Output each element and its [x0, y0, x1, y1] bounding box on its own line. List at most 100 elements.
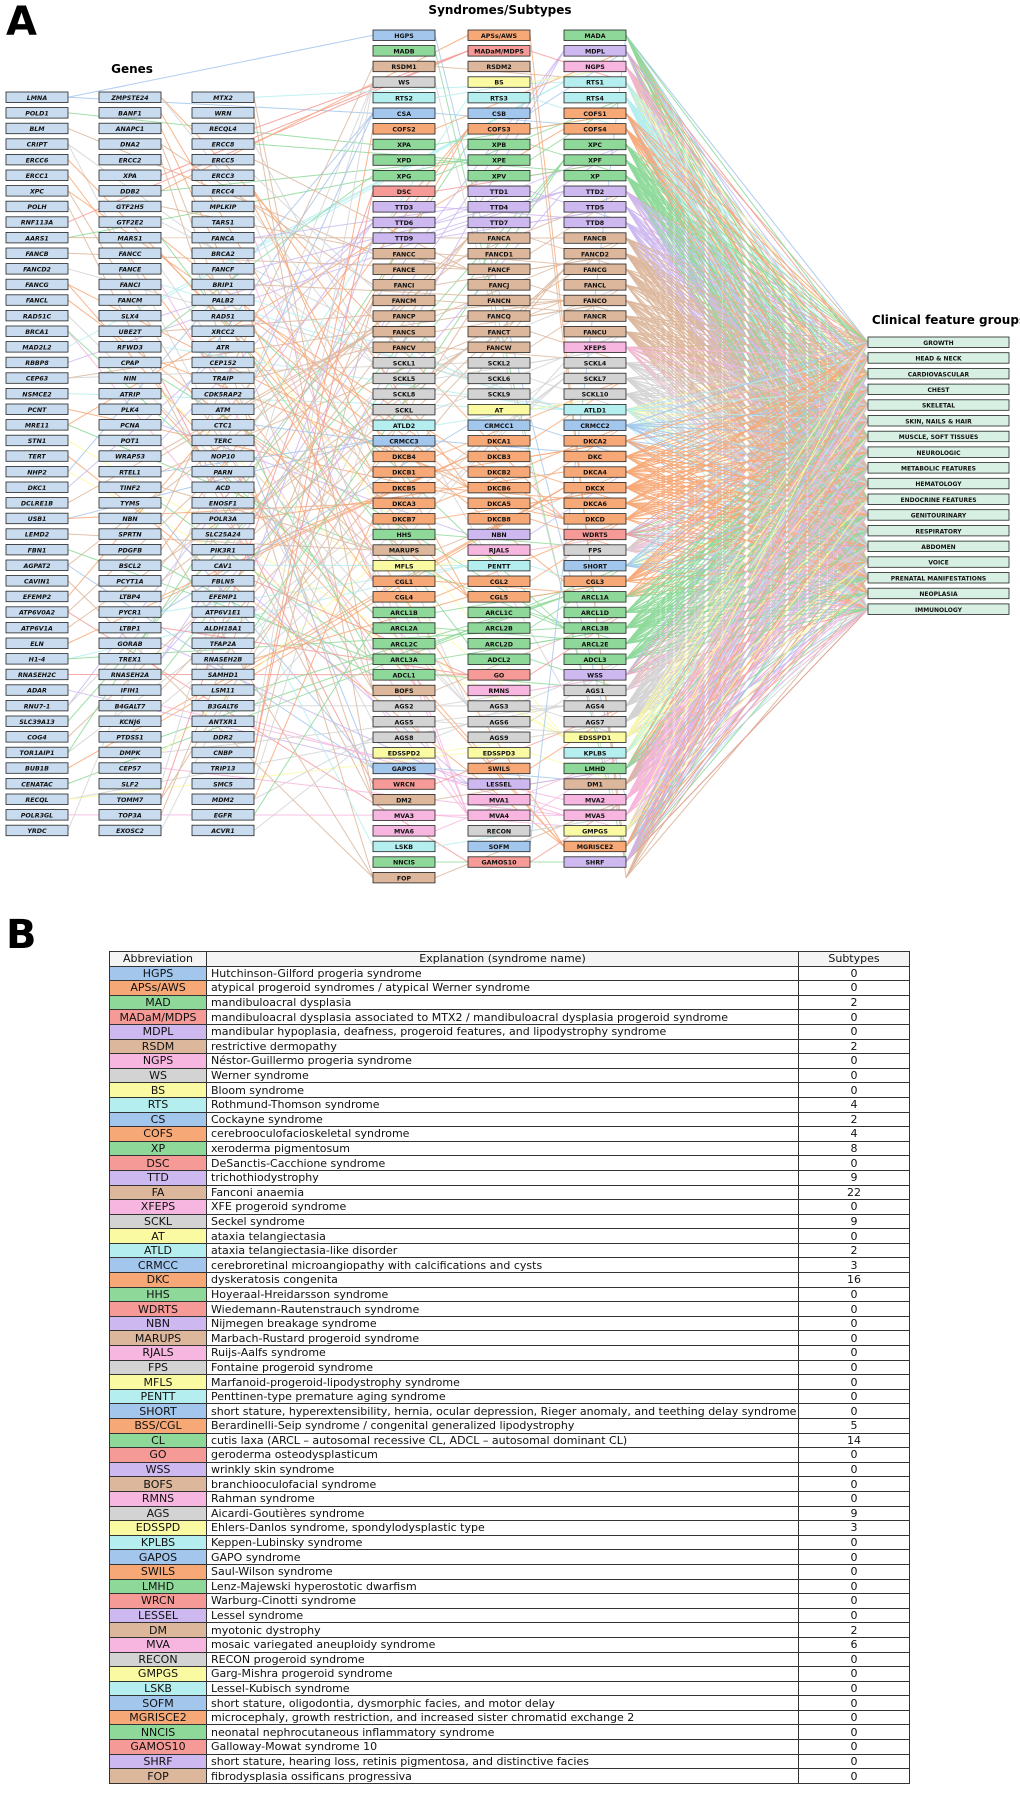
clinical-group-respiratory: RESPIRATORY [867, 525, 1010, 537]
gene-node-cep63-label: CEP63 [26, 376, 49, 383]
gene-node-traip: TRAIP [191, 372, 255, 384]
syndrome-node-dsc-label: DSC [397, 189, 412, 196]
gene-node-acd-box [191, 481, 255, 493]
abbreviation-cell: MDPL [109, 1023, 207, 1040]
syndrome-node-lskb-box [372, 840, 436, 853]
syndrome-node-arcl2d: ARCL2D [467, 638, 531, 650]
abbreviation-cell: COFS [109, 1126, 207, 1142]
gene-node-pcna-box [98, 419, 162, 431]
subtypes-cell: 2 [798, 1038, 910, 1055]
gene-node-cep63-box [5, 372, 69, 384]
abbreviation-cell: DKC [109, 1272, 207, 1288]
syndrome-node-fanco-box [563, 294, 627, 307]
gene-node-trex1-box [98, 653, 162, 665]
syndrome-node-adcl1: ADCL1 [372, 669, 436, 681]
gene-node-slc25a24-box [191, 528, 255, 540]
gene-node-terc-label: TERC [214, 438, 232, 445]
clinical-group-abdomen-box [867, 540, 1010, 552]
gene-node-ercc2-box [98, 153, 162, 166]
abbreviation-cell: SWILS [109, 1563, 207, 1580]
syndrome-node-cgl4-box [372, 591, 436, 603]
syndrome-node-mva2-box [563, 794, 627, 806]
explanation-cell: atypical progeroid syndromes / atypical … [206, 980, 799, 996]
gene-node-cep152-box [191, 356, 255, 369]
syndrome-node-mva6-box [372, 825, 436, 837]
syndrome-node-dkca2-box [563, 435, 627, 447]
gene-node-tyms: TYMS [98, 497, 162, 509]
syndrome-node-ttd6-label: TTD6 [395, 220, 414, 227]
gene-node-anapc1: ANAPC1 [98, 122, 162, 135]
syndrome-node-mfls-label: MFLS [394, 563, 414, 570]
syndrome-node-xpg-box [372, 169, 436, 182]
gene-node-usb1-box [5, 512, 69, 525]
syndrome-node-mva3: MVA3 [372, 809, 436, 821]
syndrome-node-xfeps: XFEPS [563, 341, 627, 353]
gene-node-usb1-label: USB1 [28, 516, 47, 523]
syndrome-feature-link [625, 341, 869, 722]
network-nodes: LMNAPOLD1BLMCRIPTERCC6ERCC1XPCPOLHRNF113… [5, 29, 1010, 884]
gene-node-aars1: AARS1 [5, 231, 69, 244]
syndrome-node-lskb-label: LSKB [395, 844, 413, 851]
gene-node-ltbp4-label: LTBP4 [119, 594, 140, 601]
abbreviation-cell: MVA [109, 1636, 207, 1653]
gene-node-ercc8: ERCC8 [191, 138, 255, 150]
gene-node-slc39a13-label: SLC39A13 [19, 719, 55, 726]
syndrome-node-cgl5-box [467, 591, 531, 603]
syndrome-node-sckl7-label: SCKL7 [584, 376, 606, 383]
syndrome-node-fancs-box [372, 325, 436, 338]
subtypes-cell: 8 [798, 1140, 910, 1157]
syndrome-node-dkcb3: DKCB3 [467, 450, 531, 463]
syndrome-node-cgl3-label: CGL3 [586, 579, 604, 586]
gene-node-enosf1-box [191, 497, 255, 509]
gene-node-nop10-label: NOP10 [211, 454, 236, 461]
syndrome-node-xpf: XPF [563, 154, 627, 166]
gene-node-sprtn: SPRTN [98, 528, 162, 540]
gene-node-fbln5-label: FBLN5 [212, 578, 235, 585]
syndrome-node-mva5-label: MVA5 [585, 813, 605, 820]
syndrome-node-mdpl-box [563, 45, 627, 57]
gene-node-egfr-label: EGFR [214, 812, 233, 819]
syndrome-node-ttd2-label: TTD2 [586, 189, 604, 196]
gene-node-ltbp4: LTBP4 [98, 590, 162, 603]
gene-node-bscl2-label: BSCL2 [119, 563, 142, 570]
gene-syndrome-link [160, 50, 565, 660]
syndrome-node-marups: MARUPS [372, 544, 436, 556]
syndrome-node-fancd2: FANCD2 [563, 247, 627, 260]
syndrome-node-rsdm1-box [372, 60, 436, 73]
clinical-group-skeletal-box [867, 399, 1010, 411]
syndrome-node-dkcb8-box [467, 513, 531, 525]
syndrome-feature-link [625, 341, 869, 676]
syndrome-node-xfeps-box [563, 341, 627, 353]
subtypes-cell: 16 [798, 1272, 910, 1288]
syndrome-node-xfeps-label: XFEPS [584, 345, 607, 352]
gene-node-zmpste24-box [98, 91, 162, 103]
gene-node-agpat2-box [5, 559, 69, 571]
syndrome-node-ags8-box [372, 731, 436, 743]
abbreviation-cell: KPLBS [109, 1534, 207, 1551]
syndrome-node-gamos10: GAMOS10 [467, 856, 531, 868]
syndrome-node-ttd2-box [563, 185, 627, 197]
subtypes-cell: 0 [798, 1680, 910, 1697]
syndrome-node-dkcb5-label: DKCB5 [392, 485, 416, 492]
gene-node-anapc1-label: ANAPC1 [115, 126, 145, 133]
syndrome-node-ngps: NGPS [563, 60, 627, 73]
gene-node-nbn: NBN [98, 512, 162, 525]
gene-node-nop10-box [191, 450, 255, 462]
syndrome-node-sckl5-box [372, 372, 436, 385]
gene-node-pcnt-box [5, 403, 69, 415]
syndrome-node-cgl2-label: CGL2 [490, 579, 508, 586]
syndrome-node-fancl-label: FANCL [584, 282, 606, 289]
gene-node-pycr1-label: PYCR1 [119, 610, 142, 617]
gene-node-wrn-box [191, 107, 255, 119]
gene-node-eln: ELN [5, 637, 69, 649]
gene-syndrome-link [67, 752, 469, 800]
gene-node-nsmce2: NSMCE2 [5, 387, 69, 400]
explanation-cell: Werner syndrome [206, 1067, 799, 1084]
syndrome-node-gmpgs-label: GMPGS [582, 828, 608, 835]
syndrome-node-edsspd1: EDSSPD1 [563, 731, 627, 743]
syndrome-node-arcl3a-box [372, 653, 436, 665]
syndrome-node-fps-box [563, 544, 627, 556]
